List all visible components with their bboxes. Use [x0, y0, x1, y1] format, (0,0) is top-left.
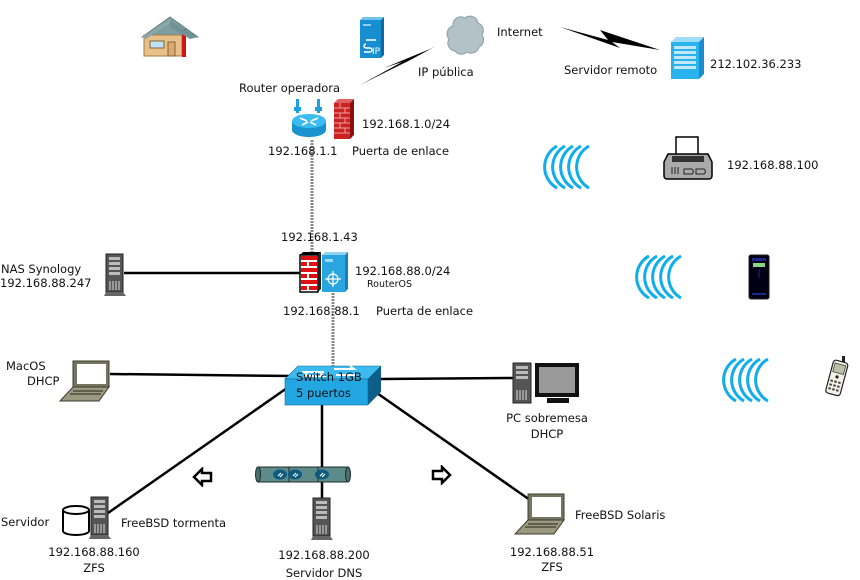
lightning-internet-remote-icon: [560, 27, 660, 50]
mobile-phone-icon: [825, 356, 849, 397]
isp-router-ip: 192.168.1.1: [268, 144, 338, 158]
mikrotik-router-icon: [322, 252, 348, 292]
link-switch-desktop: [379, 376, 516, 381]
macos-label: MacOS: [6, 359, 46, 373]
isp-subnet: 192.168.1.0/24: [362, 117, 451, 131]
tormenta-server-tower-icon: [89, 496, 111, 539]
remote-server-ip: 212.102.36.233: [710, 57, 802, 71]
lightning-router-internet-icon: [360, 46, 436, 85]
mikrotik-subnet: 192.168.88.0/24: [355, 264, 451, 278]
nas-tower-icon: [104, 253, 126, 296]
link-switch-solaris: [363, 382, 531, 502]
mikrotik-firewall-icon: [299, 252, 321, 293]
nas-ip: 192.168.88.247: [0, 276, 92, 290]
dns-server-tower-icon: [311, 497, 333, 540]
solaris-name: FreeBSD Solaris: [575, 508, 666, 522]
desktop-pc-icon: [512, 362, 579, 404]
tormenta-ip: 192.168.88.160: [48, 545, 140, 559]
solaris-fs: ZFS: [541, 560, 563, 574]
dns-server-ip: 192.168.88.200: [278, 548, 370, 562]
remote-server-label: Servidor remoto: [564, 63, 658, 77]
tormenta-left-label: Servidor: [1, 515, 50, 529]
switch-label-line2: 5 puertos: [296, 386, 351, 400]
switch-icon: [284, 365, 382, 406]
isp-router-icon: [292, 99, 326, 137]
printer-icon: [663, 136, 713, 180]
database-icon: [62, 505, 90, 536]
svg-text:IP: IP: [372, 47, 381, 57]
macos-dhcp-label: DHCP: [27, 374, 60, 388]
desktop-dhcp-label: DHCP: [530, 427, 564, 441]
internet-label: Internet: [497, 25, 543, 39]
network-backbone-icon: [255, 466, 351, 483]
mikrotik-wan-ip: 192.168.1.43: [281, 230, 358, 244]
home-icon: [140, 16, 200, 57]
wireless-device-icon: [748, 254, 770, 300]
wifi-waves-icon-3: [722, 357, 769, 403]
arrow-right-icon: [431, 465, 452, 485]
wifi-waves-icon-2: [635, 254, 682, 300]
arrow-left-icon: [192, 467, 213, 487]
desktop-label: PC sobremesa: [506, 411, 588, 425]
mikrotik-os-label: RouterOS: [367, 279, 412, 290]
tormenta-name: FreeBSD tormenta: [121, 516, 227, 530]
sip-server-icon: IP: [360, 17, 384, 58]
mikrotik-lan-ip: 192.168.88.1: [283, 304, 360, 318]
link-macos-switch: [109, 372, 295, 378]
dns-server-label: Servidor DNS: [285, 566, 363, 580]
isp-router-label: Router operadora: [239, 81, 341, 95]
isp-gateway-label: Puerta de enlace: [352, 144, 450, 158]
internet-cloud-icon: [446, 15, 485, 55]
printer-ip: 192.168.88.100: [727, 158, 819, 172]
public-ip-label: IP pública: [418, 65, 474, 79]
nas-label: NAS Synology: [1, 262, 82, 276]
macos-laptop-icon: [59, 360, 110, 402]
tormenta-fs: ZFS: [83, 561, 105, 575]
firewall-icon: [334, 99, 354, 139]
wifi-waves-icon-1: [543, 144, 590, 190]
link-switch-tormenta: [107, 386, 288, 515]
mikrotik-gateway-label: Puerta de enlace: [376, 304, 474, 318]
solaris-laptop-icon: [514, 493, 565, 535]
solaris-ip: 192.168.88.51: [509, 545, 595, 559]
switch-label-line1: Switch 1GB: [296, 370, 362, 384]
remote-server-building-icon: [671, 37, 704, 79]
